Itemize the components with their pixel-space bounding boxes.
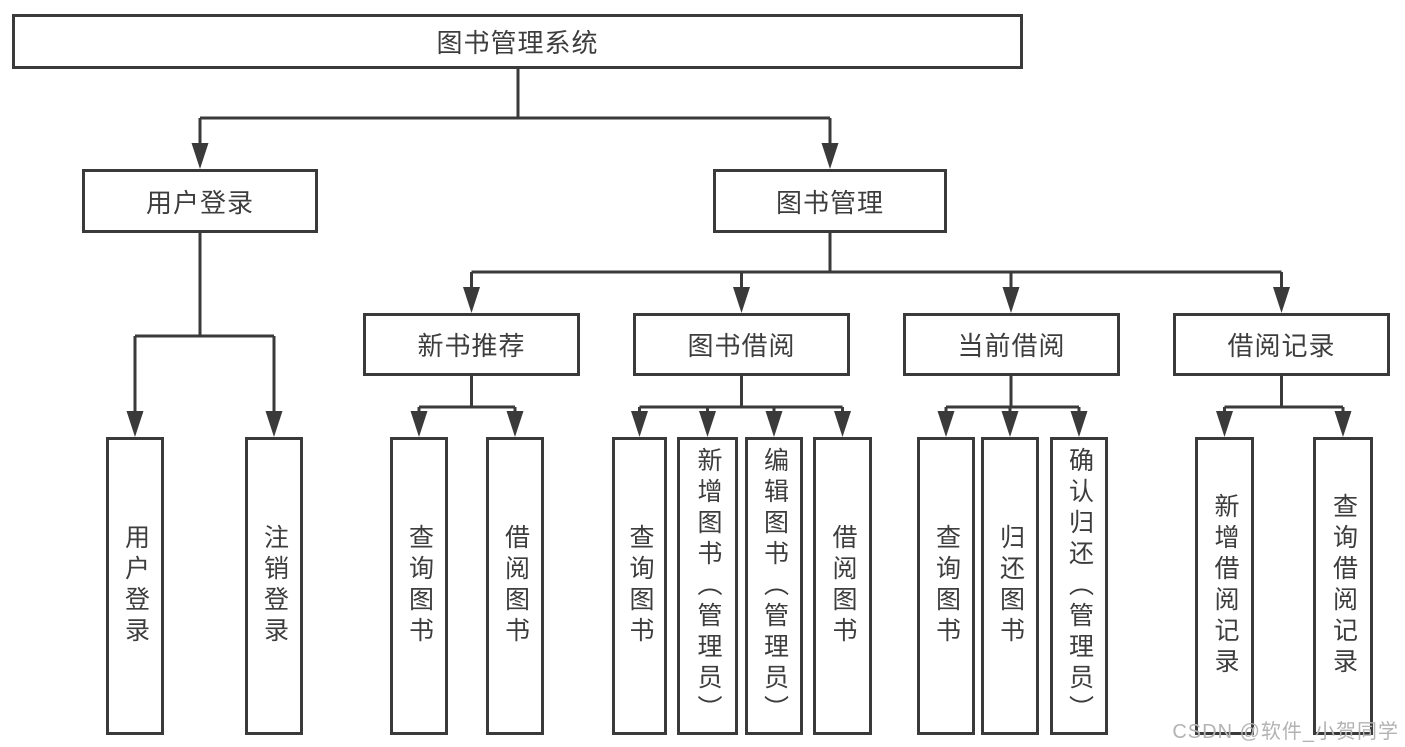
arrowhead — [463, 287, 480, 313]
leaf-query-books-recommend: 查询图书 — [390, 437, 448, 735]
arrowhead — [1002, 287, 1020, 313]
node-root-system: 图书管理系统 — [12, 14, 1023, 69]
arrowhead — [733, 287, 750, 313]
node-user-login: 用户登录 — [82, 169, 318, 233]
leaf-query-borrow-record: 查询借阅记录 — [1313, 437, 1373, 735]
leaf-query-books-current: 查询图书 — [917, 437, 975, 735]
arrowhead — [506, 411, 524, 437]
arrowhead — [765, 411, 783, 437]
arrowhead — [631, 411, 648, 437]
node-borrow-records: 借阅记录 — [1173, 313, 1390, 376]
arrowhead — [191, 143, 209, 169]
arrowhead — [937, 411, 955, 437]
arrowhead — [1070, 411, 1088, 437]
leaf-borrow-books-recommend: 借阅图书 — [486, 437, 544, 735]
leaf-add-borrow-record: 新增借阅记录 — [1195, 437, 1254, 735]
node-book-management: 图书管理 — [713, 169, 947, 233]
leaf-logout: 注销登录 — [245, 437, 303, 735]
node-current-borrow: 当前借阅 — [903, 313, 1120, 376]
leaf-query-books-borrow: 查询图书 — [612, 437, 667, 735]
leaf-return-book: 归还图书 — [981, 437, 1039, 735]
arrowhead — [1334, 411, 1352, 437]
leaf-borrow-books: 借阅图书 — [813, 437, 872, 735]
arrowhead — [265, 411, 283, 437]
arrowhead — [126, 411, 144, 437]
csdn-watermark: CSDN @软件_小贺同学 — [1172, 721, 1399, 743]
connector-user-login-to-leaves — [126, 233, 283, 437]
leaf-user-login: 用户登录 — [106, 437, 164, 735]
connector-book-borrow-to-leaves — [631, 375, 851, 437]
leaf-add-book-admin: 新增图书（管理员） — [677, 437, 738, 735]
connector-root-to-level2 — [191, 69, 839, 169]
arrowhead — [1001, 411, 1019, 437]
arrowhead — [699, 411, 716, 437]
arrowhead — [821, 143, 839, 169]
node-new-book-recommend: 新书推荐 — [363, 313, 580, 376]
leaf-edit-book-admin: 编辑图书（管理员） — [745, 437, 803, 735]
arrowhead — [1273, 287, 1290, 313]
leaf-confirm-return-admin: 确认归还（管理员） — [1050, 437, 1108, 735]
connector-borrow-records-to-leaves — [1216, 375, 1352, 437]
connector-current-borrow-to-leaves — [937, 375, 1088, 437]
node-book-borrow: 图书借阅 — [633, 313, 850, 376]
arrowhead — [834, 411, 851, 437]
arrowhead — [1216, 411, 1233, 437]
connector-new-book-recommend-to-leaves — [410, 375, 524, 437]
connector-book-management-to-level3 — [463, 233, 1290, 313]
arrowhead — [410, 411, 428, 437]
